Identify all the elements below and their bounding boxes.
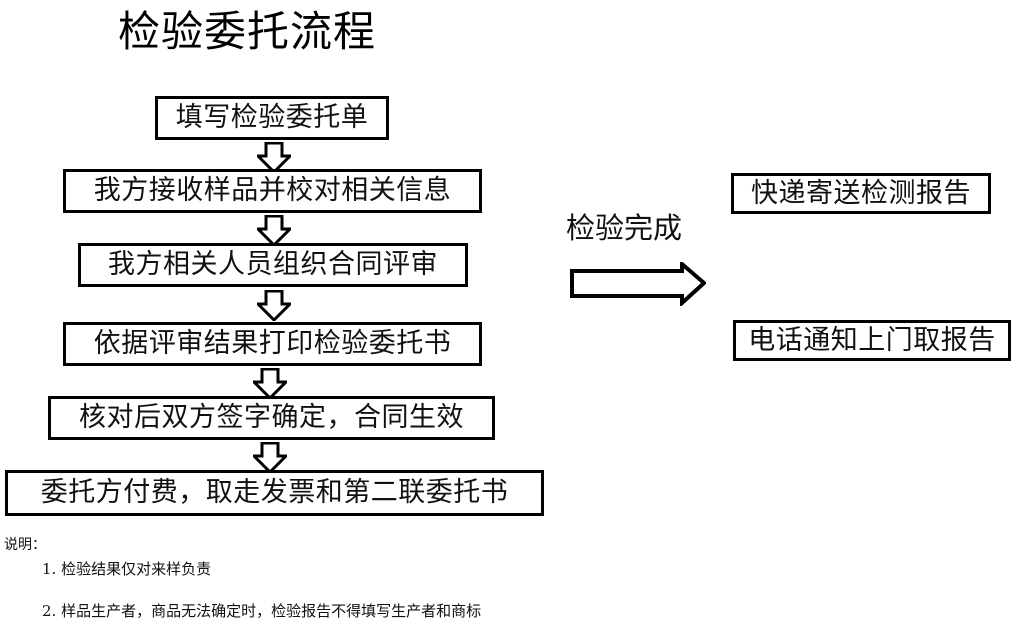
- notes-heading: 说明：: [4, 537, 46, 553]
- outcome-box-phone-pickup-report[interactable]: 电话通知上门取报告: [733, 320, 1011, 361]
- process-box-print-entrustment[interactable]: 依据评审结果打印检验委托书: [63, 322, 482, 366]
- process-box-sign-confirm[interactable]: 核对后双方签字确定，合同生效: [48, 396, 495, 440]
- note-item: 1. 检验结果仅对来样负责: [42, 560, 212, 578]
- outcome-box-label: 电话通知上门取报告: [748, 324, 996, 356]
- outcome-box-label: 快递寄送检测报告: [751, 177, 971, 209]
- right-block-arrow-icon: [570, 262, 706, 306]
- down-block-arrow-icon: [257, 215, 291, 246]
- process-box-receive-sample[interactable]: 我方接收样品并校对相关信息: [63, 169, 482, 213]
- page-title: 检验委托流程: [118, 7, 377, 56]
- process-box-label: 填写检验委托单: [175, 102, 369, 133]
- process-box-label: 依据评审结果打印检验委托书: [93, 328, 452, 359]
- process-box-label: 委托方付费，取走发票和第二联委托书: [40, 477, 509, 508]
- note-item: 2. 样品生产者，商品无法确定时，检验报告不得填写生产者和商标: [42, 602, 482, 620]
- process-box-label: 我方接收样品并校对相关信息: [93, 175, 452, 206]
- down-block-arrow-icon: [257, 290, 291, 321]
- notes-section: 说明： 1. 检验结果仅对来样负责 2. 样品生产者，商品无法确定时，检验报告不…: [4, 534, 1004, 622]
- process-box-pay-and-collect[interactable]: 委托方付费，取走发票和第二联委托书: [5, 470, 544, 516]
- down-block-arrow-icon: [253, 368, 287, 399]
- down-block-arrow-icon: [257, 142, 291, 173]
- process-box-contract-review[interactable]: 我方相关人员组织合同评审: [78, 243, 468, 287]
- transition-label-inspection-complete: 检验完成: [566, 211, 683, 245]
- process-box-fill-inspection-form[interactable]: 填写检验委托单: [155, 96, 389, 140]
- process-box-label: 核对后双方签字确定，合同生效: [79, 402, 464, 433]
- outcome-box-courier-report[interactable]: 快递寄送检测报告: [731, 173, 991, 214]
- down-block-arrow-icon: [253, 442, 287, 473]
- process-box-label: 我方相关人员组织合同评审: [108, 249, 438, 280]
